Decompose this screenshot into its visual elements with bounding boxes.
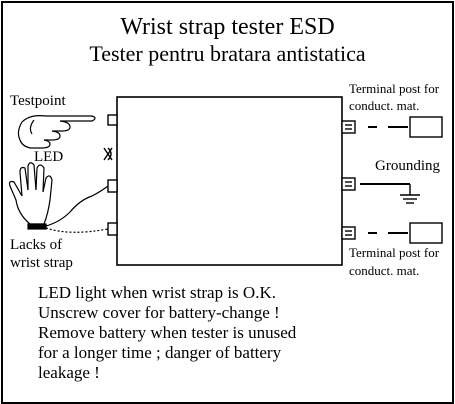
pointing-hand-icon: [17, 115, 96, 149]
label-testpoint: Testpoint: [10, 93, 66, 109]
label-grounding: Grounding: [375, 158, 440, 174]
label-wrist-strap: wrist strap: [10, 255, 73, 271]
note-line: for a longer time ; danger of battery: [38, 343, 282, 362]
ground-symbol-icon: [400, 194, 420, 204]
open-hand-icon: [8, 162, 53, 230]
note-line: Unscrew cover for battery-change !: [38, 303, 280, 322]
terminal-post-top: [341, 116, 443, 138]
testpoint-socket: [107, 114, 118, 126]
note-line: leakage !: [38, 363, 100, 382]
label-terminal-top-1: Terminal post for: [349, 81, 440, 96]
terminal-post-bottom: [341, 222, 443, 244]
label-terminal-bottom-1: Terminal post for: [349, 245, 440, 260]
title-line-2: Tester pentru bratara antistatica: [89, 41, 366, 66]
strap-wire: [45, 185, 109, 227]
label-lacks-of: Lacks of: [10, 237, 63, 253]
instructions: LED light when wrist strap is O.K. Unscr…: [38, 283, 296, 383]
led-symbol-icon: [103, 147, 113, 161]
label-terminal-bottom-2: conduct. mat.: [349, 263, 420, 278]
ground-terminal: [341, 177, 411, 195]
wrist-strap-socket-1: [107, 179, 118, 193]
label-terminal-top-2: conduct. mat.: [349, 98, 420, 113]
tester-box: [116, 96, 343, 266]
wrist-strap-socket-2: [107, 222, 118, 236]
note-line: Remove battery when tester is unused: [38, 323, 297, 342]
title-line-1: Wrist strap tester ESD: [120, 14, 335, 40]
note-line: LED light when wrist strap is O.K.: [38, 283, 276, 302]
missing-strap-dotted-line: [45, 227, 109, 233]
label-led: LED: [34, 149, 64, 165]
